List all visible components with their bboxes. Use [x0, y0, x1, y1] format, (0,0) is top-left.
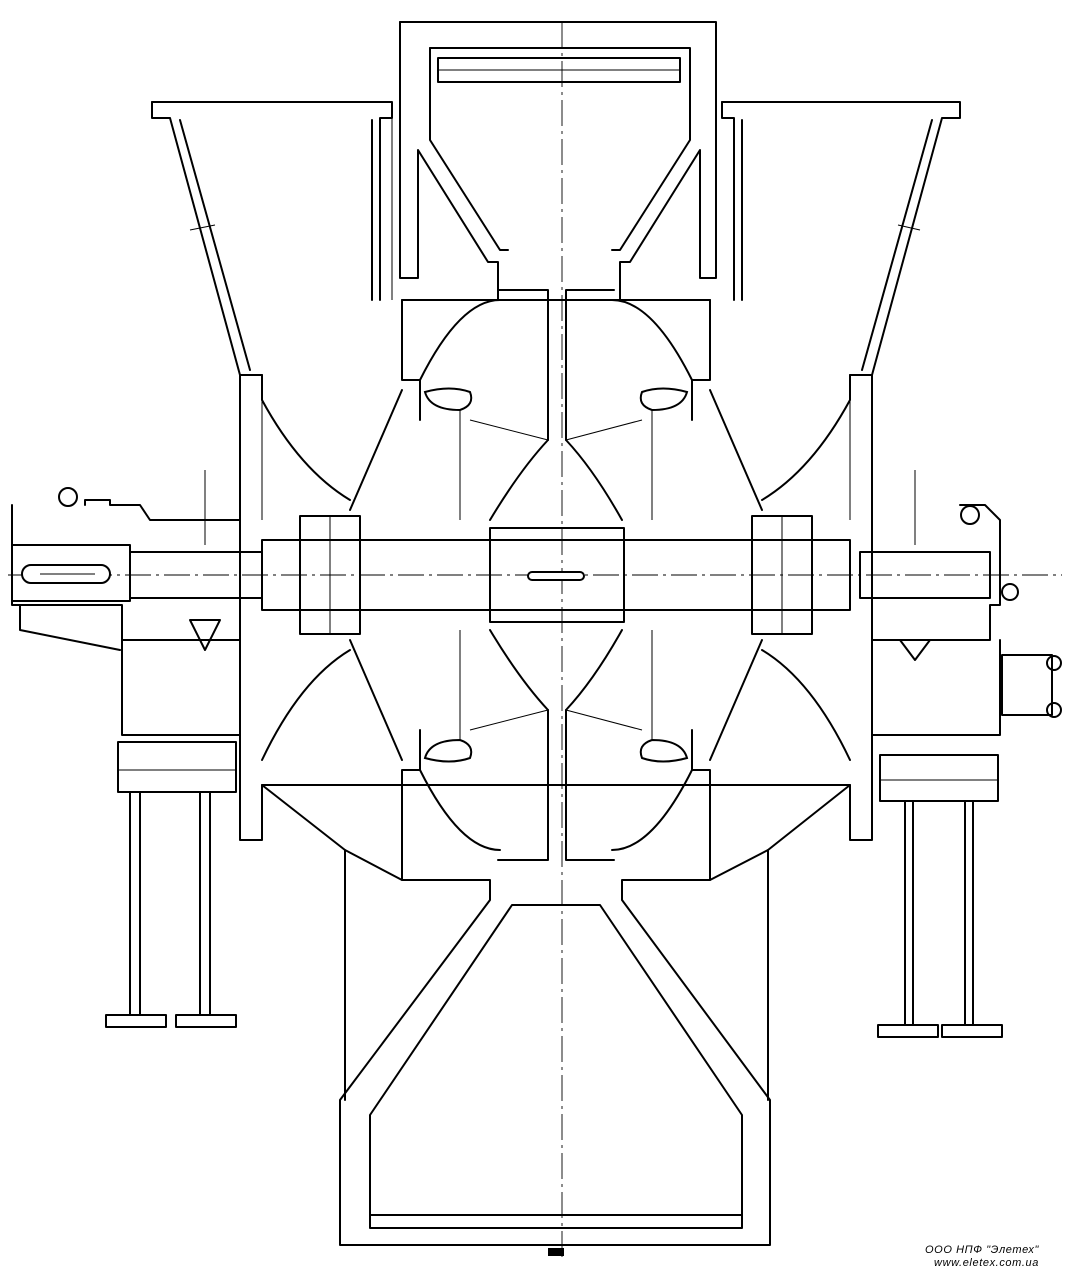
right-bearing-housing — [859, 470, 1062, 1038]
upper-casing — [349, 299, 763, 520]
company-website: www.eletex.com.ua — [934, 1257, 1039, 1269]
right-inlet-box — [721, 101, 961, 521]
lower-casing — [261, 630, 851, 881]
bottom-outlet-duct — [239, 639, 873, 1256]
left-bearing-housing — [11, 470, 263, 1028]
main-shaft — [261, 515, 851, 635]
impeller-lower — [469, 629, 643, 861]
company-credit: ООО НПФ "Элетех" www.eletex.com.ua — [925, 1244, 1039, 1270]
company-name: ООО НПФ "Элетех" — [925, 1244, 1039, 1256]
left-inlet-box — [151, 101, 393, 521]
impeller-upper — [469, 289, 643, 521]
top-outlet-duct — [399, 21, 717, 301]
